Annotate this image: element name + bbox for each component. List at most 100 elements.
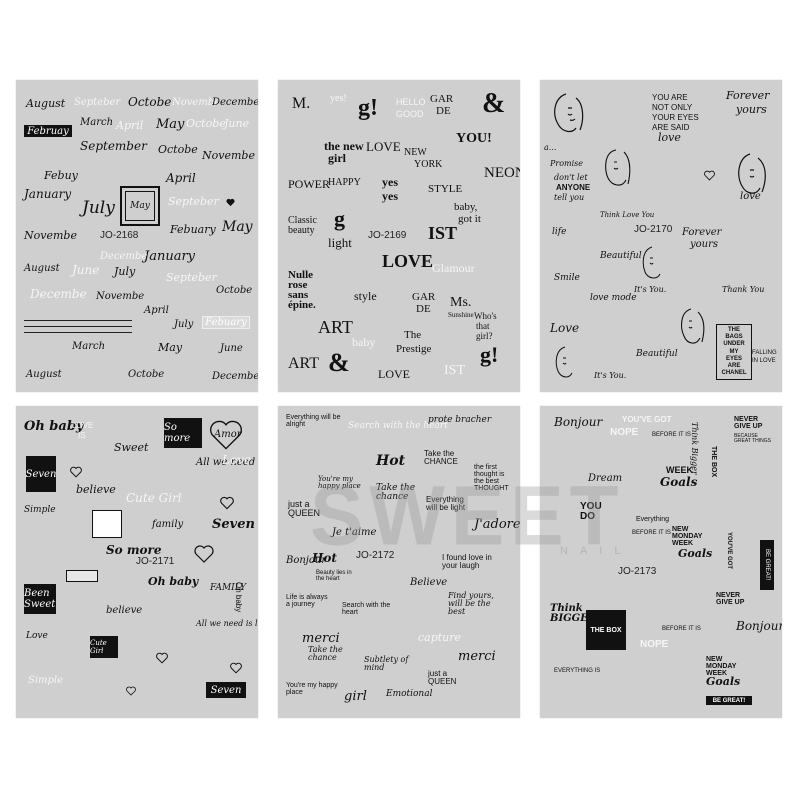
sticker-word: believe <box>76 483 116 496</box>
ruled-lines <box>24 320 132 338</box>
sticker-word: Febuary <box>170 223 216 236</box>
sticker-word: girl? <box>476 331 493 341</box>
framed-sticker: May <box>120 186 160 226</box>
sticker-word: Octobe <box>158 143 198 156</box>
sticker-word: Everything will be alright <box>286 414 341 428</box>
face-line-art-icon <box>605 149 631 186</box>
product-code: JO-2168 <box>100 230 139 241</box>
sticker-word: M. <box>292 95 311 112</box>
sticker-word: YORK <box>414 159 443 170</box>
sticker-label: THE BOX <box>586 610 626 650</box>
sticker-label: Cute Girl <box>90 636 118 658</box>
sticker-word: March <box>80 117 114 128</box>
sticker-word: August <box>26 369 62 380</box>
sticker-word: Septeber <box>168 195 219 208</box>
sticker-word: ART <box>318 317 353 337</box>
sticker-word: g <box>334 206 345 231</box>
sticker-word: rose <box>288 279 308 291</box>
sticker-word: NOT ONLY <box>652 103 693 112</box>
sticker-word: It's You. <box>634 285 667 294</box>
sticker-word: Decembe <box>212 97 258 108</box>
sticker-word: Octobe <box>128 95 172 109</box>
sticker-word: June <box>72 263 100 277</box>
sticker-word: YOU'VE GOT <box>622 415 672 424</box>
sticker-word: IN LOVE <box>752 358 776 364</box>
sticker-word: You're my happy place <box>286 682 338 696</box>
sticker-word: April <box>144 305 169 316</box>
heart-icon <box>210 420 242 450</box>
sticker-word: Sunshine <box>448 311 474 319</box>
sticker-word: Ms. <box>450 295 472 310</box>
sticker-word: GOOD <box>396 109 424 119</box>
sticker-word: So more <box>106 543 162 557</box>
sticker-word: YOUR EYES <box>652 113 699 122</box>
sticker-word: YOU'VE GOT <box>726 532 732 570</box>
face-line-art-icon <box>554 93 584 133</box>
face-line-art-icon <box>642 246 661 279</box>
sticker-word: the first thought is the best THOUGHT <box>474 464 509 492</box>
sticker-word: April <box>166 171 196 185</box>
sticker-word: Novembe <box>202 149 255 162</box>
sticker-word: Goals <box>660 475 698 489</box>
sticker-word: YOU DO <box>580 501 602 522</box>
sticker-word: Think Bigger <box>690 422 699 475</box>
sticker-word: Glamour <box>432 261 475 275</box>
sticker-word: You're my happy place <box>318 475 361 490</box>
sticker-word: NEVER GIVE UP <box>716 592 745 606</box>
sticker-label: BE GREAT! <box>706 696 752 705</box>
sticker-word: March <box>72 341 106 352</box>
sticker-word: May <box>158 341 183 354</box>
sticker-word: It's You. <box>594 371 627 380</box>
product-code: JO-2171 <box>136 556 175 567</box>
sticker-sheet-4: Oh baby LOVE IS Sweet So more Amor Seven… <box>16 406 258 718</box>
sticker-word: Believe <box>410 577 448 588</box>
sticker-word: THE BOX <box>710 446 717 478</box>
sticker-word: don't let <box>554 173 588 182</box>
sticker-word: HELLO <box>396 97 426 107</box>
framed-word: May <box>130 201 150 211</box>
sticker-word: baby, <box>454 201 478 213</box>
sticker-word: Love <box>222 453 252 467</box>
face-line-art-icon <box>555 346 573 378</box>
sticker-word: BECAUSE GREAT THINGS <box>734 433 771 444</box>
sticker-word: épine. <box>288 299 316 311</box>
sticker-word: Seven <box>212 517 255 532</box>
sticker-sheet-1: August Septeber Octobe Novembe Decembe F… <box>16 80 258 392</box>
sticker-word: Simple <box>28 675 64 686</box>
sticker-word: All we need is love <box>196 457 258 468</box>
quote-line: MY <box>729 348 739 355</box>
sticker-word: May <box>222 219 253 235</box>
sticker-word: Prestige <box>396 343 432 355</box>
sticker-word: Bonjour <box>554 415 603 429</box>
sticker-word: I found love in your laugh <box>442 553 492 570</box>
sticker-word: just a QUEEN <box>288 499 321 518</box>
sticker-word: Decembe <box>212 371 258 382</box>
sticker-word: Beautiful <box>600 251 642 261</box>
sticker-word: BEFORE IT IS <box>662 626 701 632</box>
sticker-word: Think Love You <box>600 211 655 219</box>
sticker-word: ART <box>288 355 320 372</box>
quote-box: THE BAGS UNDER MY EYES ARE CHANEL <box>716 324 752 381</box>
sticker-word: merci <box>458 649 496 664</box>
sticker-word: baby <box>352 335 376 349</box>
sticker-word: July <box>114 265 136 278</box>
sticker-word: Forever <box>682 227 722 238</box>
sticker-word: All we need is love <box>196 619 258 628</box>
heart-icon <box>70 466 82 478</box>
sticker-word: tell you <box>554 193 585 202</box>
sticker-word: yes <box>382 189 398 203</box>
quote-box <box>66 570 98 582</box>
sticker-label: Been Sweet <box>24 584 56 614</box>
sticker-word: Decembe <box>100 251 148 262</box>
sticker-word: The <box>404 329 422 341</box>
sticker-word: July <box>82 198 115 218</box>
heart-icon <box>230 662 242 674</box>
sticker-label: Seven <box>26 456 56 492</box>
sticker-word: Simple <box>24 505 56 515</box>
sticker-word: Classic <box>288 215 317 226</box>
sticker-word: Novembe <box>24 229 77 242</box>
sticker-word: September <box>80 139 147 153</box>
quote-line: UNDER <box>723 341 745 348</box>
sticker-word: GAR <box>412 291 436 303</box>
sticker-word: NEW MONDAY WEEK <box>672 526 703 547</box>
